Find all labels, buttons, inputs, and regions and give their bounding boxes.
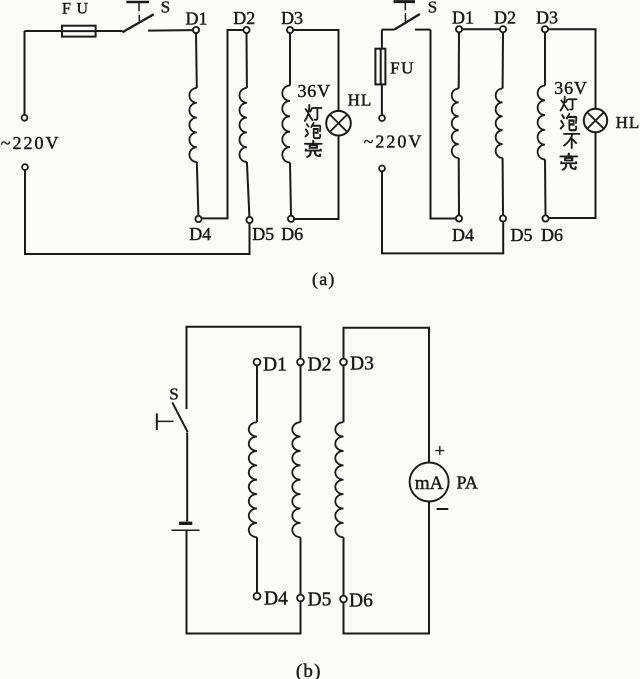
svg-text:~220V: ~220V (364, 131, 424, 151)
svg-text:U: U (77, 1, 89, 18)
svg-text:36V: 36V (297, 81, 330, 101)
svg-text:D6: D6 (541, 225, 563, 245)
svg-text:HL: HL (348, 91, 373, 110)
svg-text:D1: D1 (263, 355, 287, 376)
svg-text:S: S (169, 384, 178, 403)
svg-text:36V: 36V (554, 78, 587, 98)
svg-text:D3: D3 (281, 8, 303, 28)
svg-text:S: S (161, 0, 170, 17)
svg-text:D2: D2 (233, 8, 255, 28)
svg-text:D1: D1 (186, 9, 208, 29)
svg-text:D5: D5 (308, 590, 332, 611)
svg-text:D3: D3 (350, 354, 374, 375)
svg-text:D2: D2 (494, 7, 516, 27)
svg-text:D4: D4 (452, 225, 474, 245)
svg-text:D5: D5 (511, 225, 533, 245)
svg-text:~220V: ~220V (1, 133, 61, 153)
svg-text:D1: D1 (452, 7, 474, 27)
svg-text:S: S (428, 0, 437, 17)
svg-text:HL: HL (616, 113, 640, 132)
svg-text:D5: D5 (252, 224, 274, 244)
svg-text:D6: D6 (281, 224, 303, 244)
svg-text:D2: D2 (308, 355, 332, 376)
svg-text:FU: FU (390, 59, 415, 78)
svg-text:D4: D4 (264, 589, 288, 610)
svg-text:F: F (62, 1, 71, 18)
svg-text:mA: mA (415, 473, 444, 494)
svg-text:PA: PA (457, 473, 478, 493)
svg-text:(a): (a) (312, 269, 336, 290)
svg-text:(b): (b) (296, 661, 322, 679)
svg-text:D4: D4 (189, 224, 211, 244)
svg-text:+: + (435, 441, 445, 461)
svg-text:D6: D6 (349, 591, 373, 612)
svg-text:D3: D3 (536, 7, 558, 27)
